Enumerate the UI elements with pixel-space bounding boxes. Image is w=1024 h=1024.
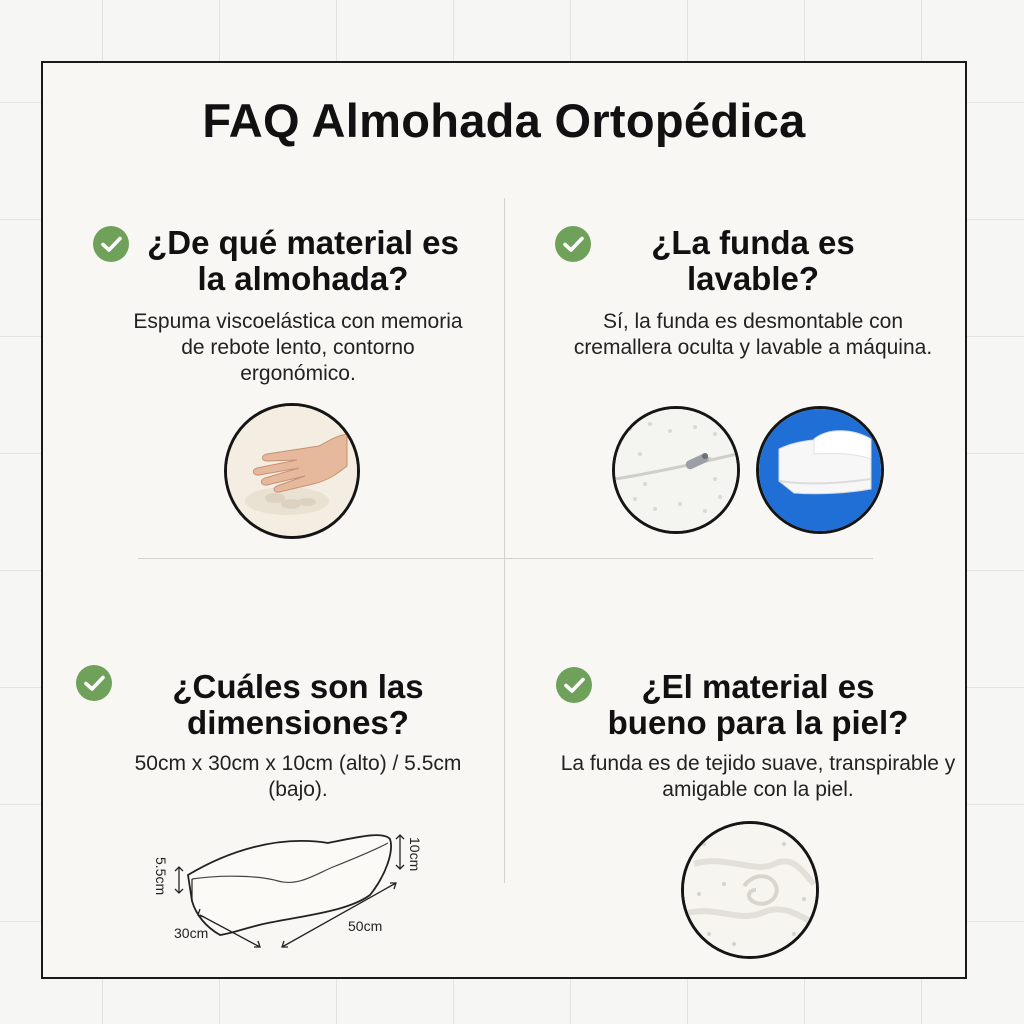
dimension-width: 30cm bbox=[174, 925, 208, 941]
faq-question-material: ¿De qué material es la almohada? bbox=[147, 224, 459, 297]
faq-question-skin: ¿El material es bueno para la piel? bbox=[607, 668, 909, 741]
vertical-divider bbox=[504, 198, 505, 883]
faq-question-washable: ¿La funda es lavable? bbox=[651, 224, 855, 297]
foam-pillow-image bbox=[756, 406, 884, 534]
foam-hand-image bbox=[224, 403, 360, 539]
check-circle-icon bbox=[93, 226, 129, 262]
page-title: FAQ Almohada Ortopédica bbox=[202, 94, 806, 147]
dimension-length: 50cm bbox=[348, 918, 382, 934]
dimension-height-low: 5.5cm bbox=[153, 857, 169, 895]
faq-answer-dimensions: 50cm x 30cm x 10cm (alto) / 5.5cm (bajo)… bbox=[134, 752, 462, 801]
faq-card: FAQ Almohada Ortopédica ¿De qué material… bbox=[41, 61, 967, 979]
check-circle-icon bbox=[556, 667, 592, 703]
faq-answer-skin: La funda es de tejido suave, transpirabl… bbox=[560, 752, 956, 801]
zipper-cover-image bbox=[612, 406, 740, 534]
faq-question-dimensions: ¿Cuáles son las dimensiones? bbox=[172, 668, 424, 741]
pillow-dimensions-diagram: 10cm 5.5cm 30cm 50cm bbox=[153, 834, 423, 948]
check-circle-icon bbox=[76, 665, 112, 701]
horizontal-divider bbox=[138, 558, 873, 559]
fabric-texture-image bbox=[681, 821, 819, 959]
faq-answer-material: Espuma viscoelástica con memoria de rebo… bbox=[133, 310, 463, 385]
dimension-height-high: 10cm bbox=[407, 837, 423, 871]
faq-answer-washable: Sí, la funda es desmontable con cremalle… bbox=[573, 310, 933, 359]
check-circle-icon bbox=[555, 226, 591, 262]
